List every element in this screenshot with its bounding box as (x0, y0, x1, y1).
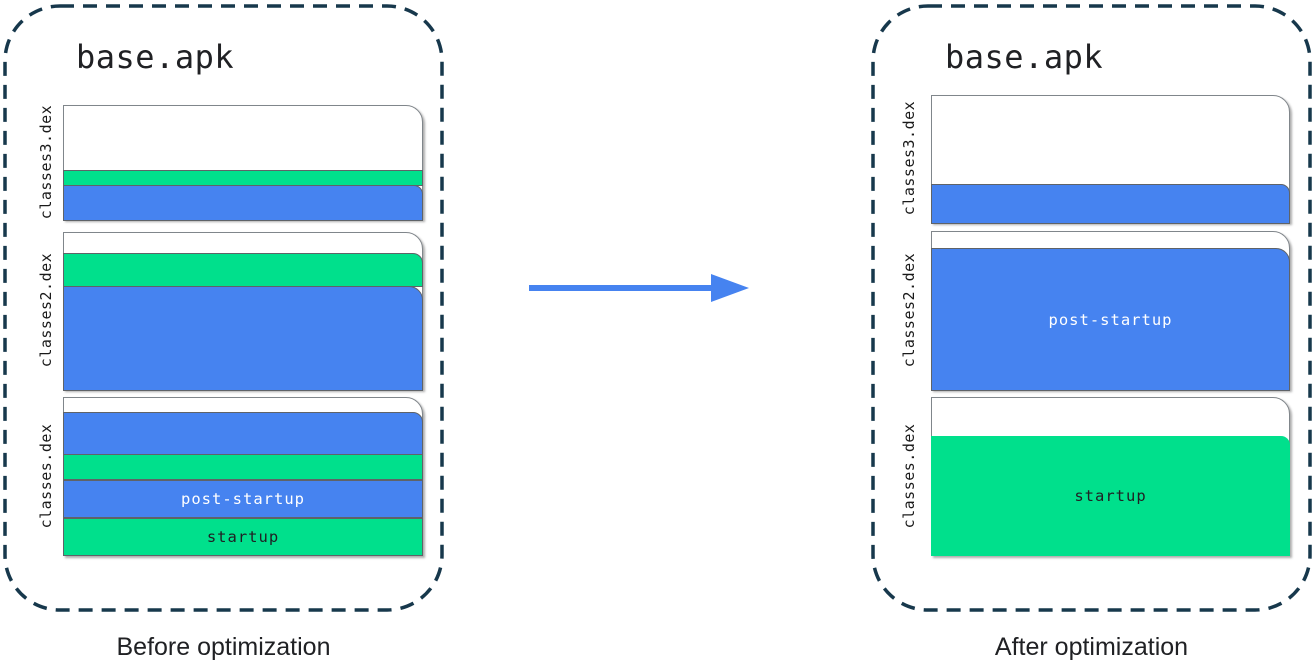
before-apk-title: base.apk (76, 38, 235, 76)
before-classes3-page (63, 105, 423, 221)
after-caption: After optimization (994, 633, 1189, 661)
post-startup-label: post-startup (1048, 310, 1173, 329)
before-classes-post-startup-band-2: post-startup (63, 480, 423, 518)
before-classes2-file-label: classes2.dex (37, 252, 55, 368)
after-classes-page: startup (931, 397, 1290, 556)
before-classes-startup-band-1 (63, 454, 423, 480)
after-classes-startup-band: startup (931, 436, 1290, 556)
before-classes2-page (63, 232, 423, 391)
after-classes2-post-startup-band: post-startup (931, 248, 1290, 391)
after-classes3-page (931, 95, 1290, 224)
before-classes-file-label: classes.dex (37, 423, 55, 528)
post-startup-label: post-startup (181, 490, 305, 508)
before-classes-post-startup-band-1 (63, 412, 423, 455)
right-arrow-shaft (529, 285, 712, 291)
after-classes2-file-label: classes2.dex (900, 252, 918, 367)
before-classes-page: post-startup startup (63, 397, 423, 556)
before-classes3-startup-band (63, 170, 423, 186)
after-classes3-post-startup-band (931, 184, 1290, 224)
startup-label: startup (206, 528, 280, 546)
before-classes3-file-label: classes3.dex (37, 104, 55, 219)
before-caption: Before optimization (116, 633, 331, 661)
after-classes-file-label: classes.dex (900, 423, 918, 528)
after-apk-title: base.apk (945, 38, 1104, 76)
before-classes2-post-startup-band (63, 286, 423, 391)
right-arrow-icon (711, 274, 749, 302)
after-classes2-page: post-startup (931, 231, 1290, 391)
before-classes2-startup-band (63, 253, 423, 287)
after-classes3-file-label: classes3.dex (900, 100, 918, 216)
before-classes3-post-startup-band (63, 185, 423, 221)
startup-label: startup (1074, 487, 1147, 505)
after-dashed-container-border (871, 4, 1312, 612)
before-classes-startup-band-2: startup (63, 518, 423, 556)
before-dashed-container-border (3, 4, 444, 612)
